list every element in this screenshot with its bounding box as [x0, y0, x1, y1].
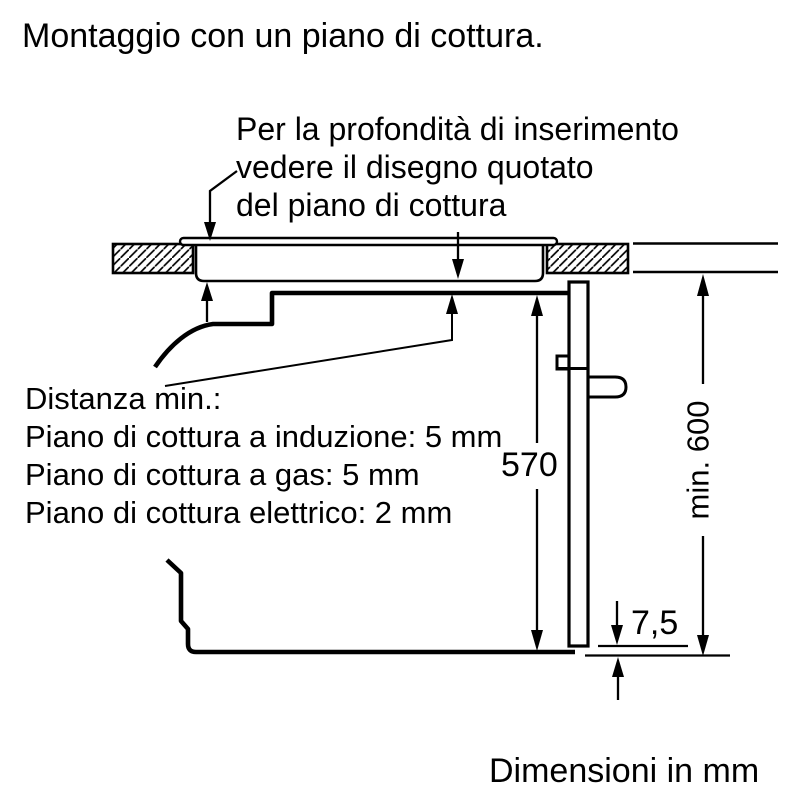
oven-top-outline	[153, 290, 570, 369]
dim-75-up-arrowhead-icon	[612, 657, 624, 677]
page-title: Montaggio con un piano di cottura.	[22, 17, 544, 55]
control-knob	[584, 375, 628, 399]
distance-induction-row: Piano di cottura a induzione: 5 mm	[25, 419, 503, 454]
insertion-depth-note-line2: vedere il disegno quotato	[236, 149, 594, 185]
oven-bottom-outline	[165, 558, 575, 655]
insertion-depth-note-line3: del piano di cottura	[236, 187, 507, 223]
insertion-depth-note-line1: Per la profondità di inserimento	[236, 111, 679, 147]
distance-leader-line	[164, 313, 453, 387]
worktop-left-section	[111, 242, 195, 275]
dim-570-top-arrowhead-icon	[531, 295, 543, 316]
minimum-distance-note: Distanza min.: Piano di cottura a induzi…	[25, 380, 502, 532]
gap-arrowhead-icon	[201, 282, 213, 301]
flange-leader-arrowhead-icon	[204, 222, 216, 241]
dim-label-min-height: min. 600	[680, 400, 716, 520]
worktop-right-section	[545, 242, 630, 275]
distance-electric-row: Piano di cottura elettrico: 2 mm	[25, 495, 453, 530]
dim-75-down-arrowhead-icon	[611, 625, 623, 645]
dim-600-top-arrowhead-icon	[697, 274, 709, 296]
distance-gas-row: Piano di cottura a gas: 5 mm	[25, 457, 420, 492]
insertion-depth-note: Per la profondità di inserimento vedere …	[236, 110, 679, 224]
flange-leader-line	[208, 170, 238, 224]
dim-600-bottom-arrowhead-icon	[697, 635, 709, 656]
dim-570-bottom-arrowhead-icon	[531, 630, 543, 651]
cooktop-body	[194, 241, 545, 283]
distance-leader-arrowhead-icon	[446, 294, 458, 314]
units-note: Dimensioni in mm	[489, 752, 760, 790]
dim-label-oven-height: 570	[501, 446, 558, 484]
insertion-depth-arrowhead-icon	[452, 259, 464, 279]
dim-label-bottom-gap: 7,5	[631, 604, 679, 642]
worktop-right-lines	[633, 242, 778, 274]
distance-note-heading: Distanza min.:	[25, 381, 222, 416]
oven-front-panel	[567, 280, 590, 648]
cooktop-flange	[178, 236, 559, 247]
